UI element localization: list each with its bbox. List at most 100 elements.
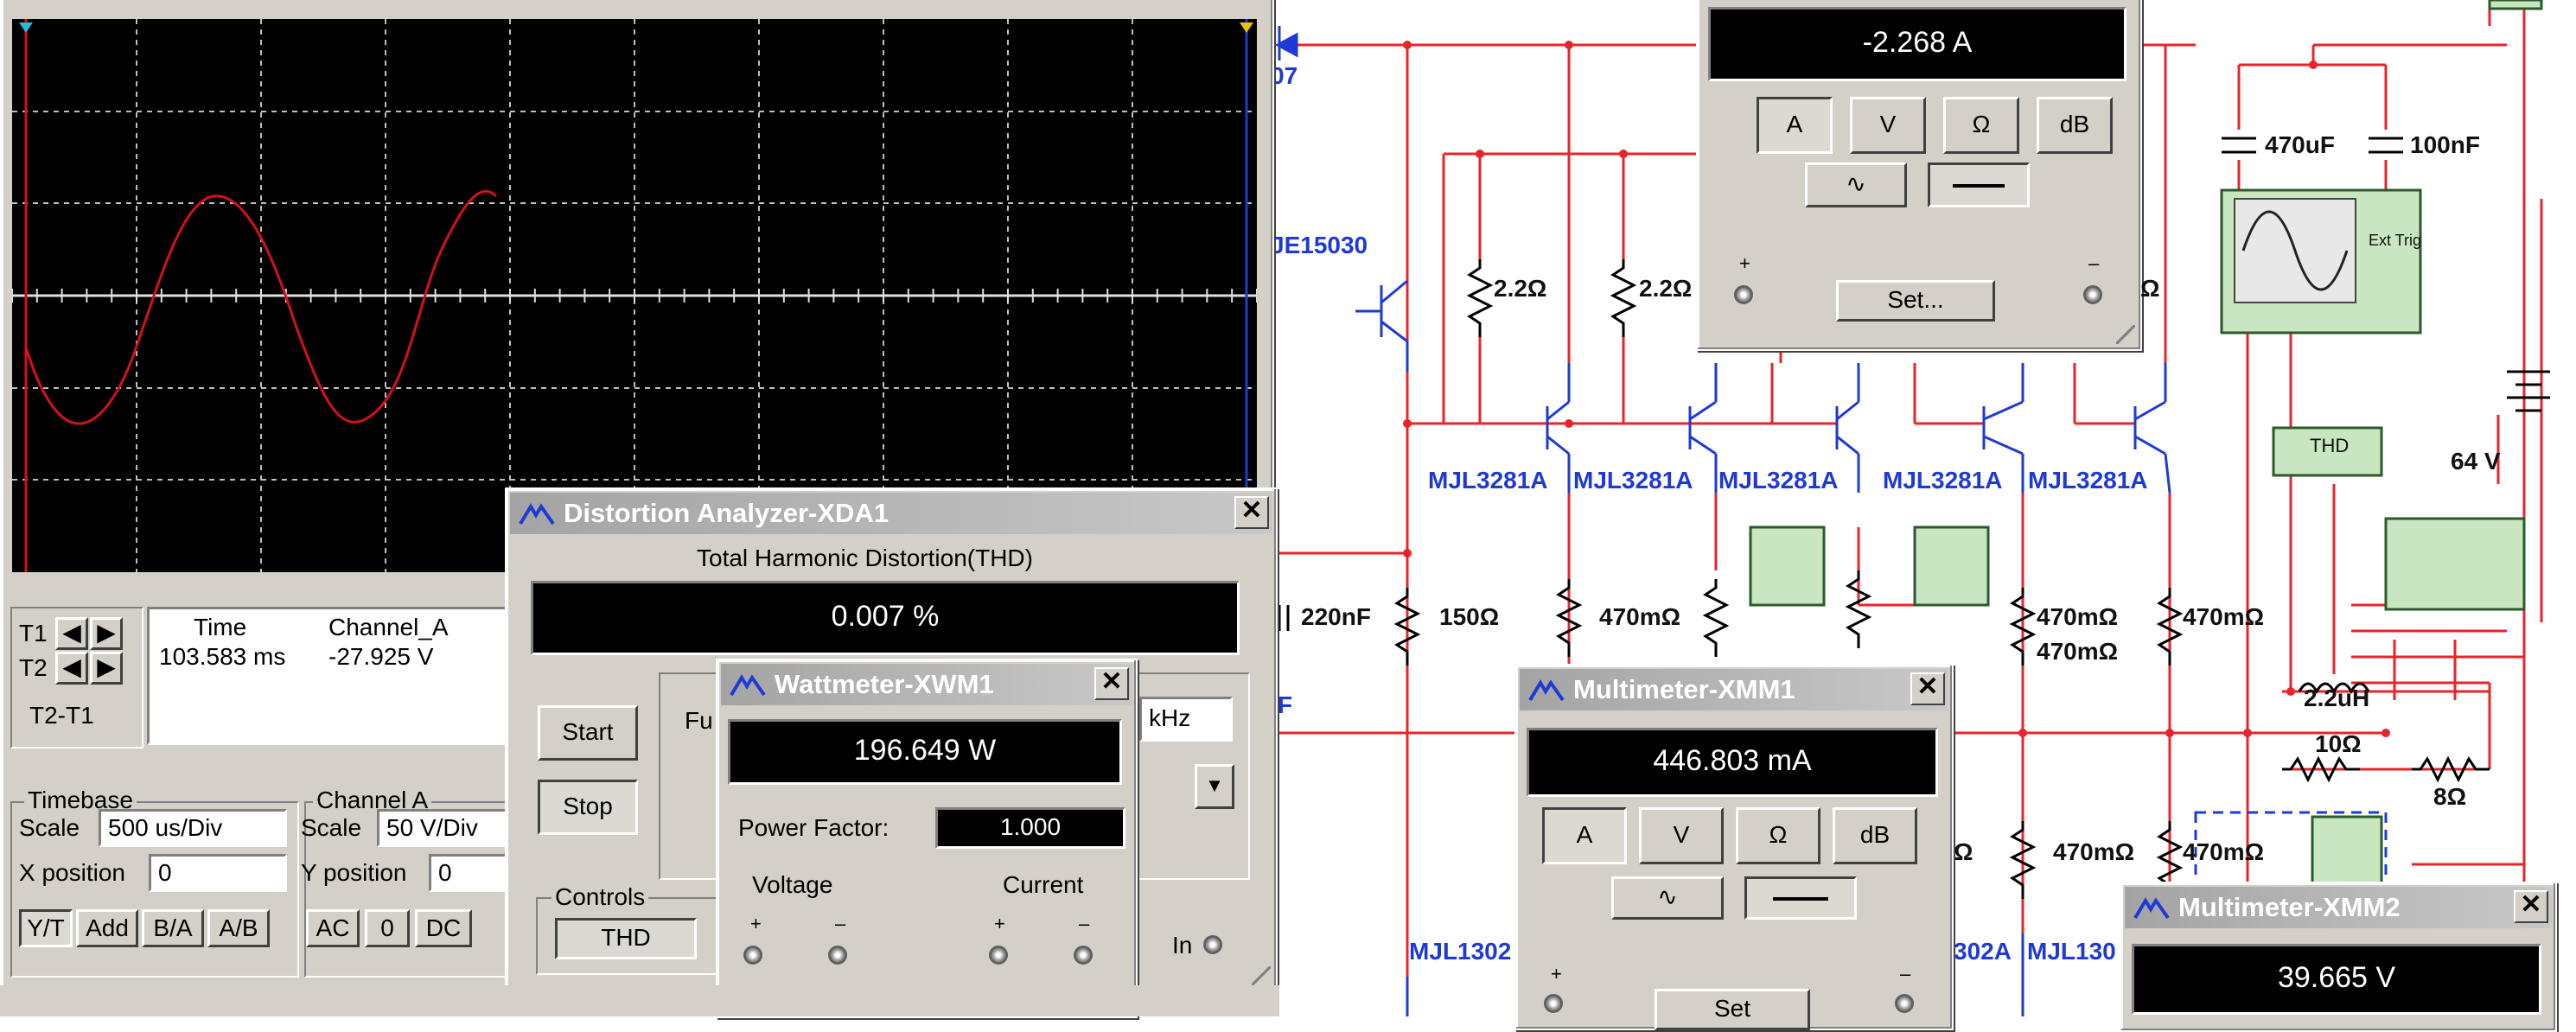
app-icon <box>730 674 766 697</box>
input-terminal[interactable] <box>1203 935 1222 954</box>
thd-heading: Total Harmonic Distortion(THD) <box>697 545 1033 571</box>
resistor-label-8: 8Ω <box>2433 783 2467 810</box>
channel-scale-field[interactable]: 50 V/Div <box>377 809 524 847</box>
multimeter-top-display: -2.268 A <box>1708 7 2126 81</box>
xmm2-title-bar[interactable]: Multimeter-XMM2 <box>2125 887 2552 928</box>
minus-terminal[interactable] <box>1895 994 1914 1013</box>
voltage-plus-terminal[interactable] <box>743 946 762 965</box>
b-over-a-button[interactable]: B/A <box>142 909 204 947</box>
amp-mode-button[interactable]: A <box>1757 97 1833 154</box>
resistor-label-470b: 470mΩ <box>2037 603 2119 630</box>
resistor-label-470f: 470mΩ <box>2183 838 2265 865</box>
thd-display: 0.007 % <box>531 581 1240 655</box>
ohm-mode-button[interactable]: Ω <box>1736 807 1820 864</box>
current-plus-terminal[interactable] <box>989 946 1008 965</box>
minus-terminal[interactable] <box>2083 285 2102 304</box>
readout-time: 103.583 ms <box>159 643 286 670</box>
column-header-channel-a: Channel_A <box>328 614 449 640</box>
t2-left-arrow-button[interactable]: ◀ <box>55 652 88 685</box>
t2-label: T2 <box>19 654 48 681</box>
set-button[interactable]: Set <box>1655 989 1810 1030</box>
current-minus-terminal[interactable] <box>1074 946 1093 965</box>
partial-label-f: F <box>1278 691 1293 718</box>
voltage-minus-terminal[interactable] <box>828 946 847 965</box>
yt-button[interactable]: Y/T <box>19 909 73 947</box>
plus-terminal[interactable] <box>1544 994 1563 1013</box>
thd-button[interactable]: THD <box>555 918 697 959</box>
ohm-mode-button[interactable]: Ω <box>1943 97 2019 154</box>
power-display: 196.649 W <box>728 719 1122 785</box>
ac-sine-icon: ∿ <box>1657 883 1678 910</box>
voltage-label: Voltage <box>752 871 833 898</box>
resistor-label-2-2a: 2.2Ω <box>1494 275 1547 302</box>
t2-right-arrow-button[interactable]: ▶ <box>90 652 123 685</box>
transistor-label-q3: MJL3281A <box>1718 467 1839 494</box>
app-icon <box>519 503 555 526</box>
fundamental-label-partial: Fu <box>685 707 713 734</box>
start-button[interactable]: Start <box>538 705 638 761</box>
capacitor-label-220nf: 220nF <box>1301 603 1371 630</box>
channel-scale-label: Scale <box>301 814 362 841</box>
t2-t1-label: T2-T1 <box>29 702 94 729</box>
set-button[interactable]: Set... <box>1836 280 1995 322</box>
scope-trace <box>24 189 498 425</box>
minus-label: – <box>1900 963 1911 984</box>
multimeter-top-window: -2.268 A A V Ω dB ∿ + – Set... <box>1696 0 2142 351</box>
distortion-title-bar[interactable]: Distortion Analyzer-XDA1 <box>510 493 1272 534</box>
resistor-label-470d: 470mΩ <box>2183 603 2265 630</box>
t1-right-arrow-button[interactable]: ▶ <box>90 617 123 650</box>
transistor-label-q4: MJL3281A <box>1883 467 2003 494</box>
app-icon <box>1528 679 1565 702</box>
dc-line-icon <box>1773 896 1828 901</box>
resize-grip[interactable] <box>2116 325 2135 344</box>
t1-label: T1 <box>19 620 48 647</box>
capacitor-label-470uf: 470uF <box>2265 131 2335 158</box>
xmm2-title: Multimeter-XMM2 <box>2178 892 2401 922</box>
dc-mode-button[interactable] <box>1928 162 2030 207</box>
minus-label: – <box>2088 252 2100 274</box>
transistor-label-q1: MJL3281A <box>1428 467 1548 494</box>
close-icon[interactable]: ✕ <box>1094 667 1129 700</box>
close-icon[interactable]: ✕ <box>1234 496 1269 529</box>
dc-mode-button[interactable] <box>1744 876 1857 920</box>
timebase-scale-label: Scale <box>19 814 80 841</box>
xmm1-title-bar[interactable]: Multimeter-XMM1 <box>1520 669 1948 710</box>
close-icon[interactable]: ✕ <box>1910 672 1945 705</box>
ac-mode-button[interactable]: ∿ <box>1611 876 1724 920</box>
volt-mode-button[interactable]: V <box>1850 97 1926 154</box>
power-factor-display: 1.000 <box>935 807 1125 849</box>
readout-voltage: -27.925 V <box>328 643 434 670</box>
t1-left-arrow-button[interactable]: ◀ <box>55 617 88 650</box>
stop-button[interactable]: Stop <box>538 780 638 835</box>
voltage-minus-label: – <box>835 913 846 934</box>
dc-line-icon <box>1953 183 2005 188</box>
cursor-panel <box>10 607 143 749</box>
in-label: In <box>1172 932 1193 959</box>
current-plus-label: + <box>994 913 1005 934</box>
ac-coupling-button[interactable]: AC <box>306 909 360 947</box>
volt-mode-button[interactable]: V <box>1639 807 1724 864</box>
plus-label: + <box>1739 252 1750 274</box>
dc-coupling-button[interactable]: DC <box>415 909 472 947</box>
scope-graticule <box>12 19 1257 572</box>
inductor-label: 2.2uH <box>2304 685 2370 711</box>
ac-sine-icon: ∿ <box>1846 170 1866 197</box>
frequency-unit-field[interactable]: kHz <box>1139 697 1233 742</box>
ac-mode-button[interactable]: ∿ <box>1805 162 1907 207</box>
x-position-field[interactable]: 0 <box>149 854 287 892</box>
status-strip <box>0 985 1279 1016</box>
db-mode-button[interactable]: dB <box>1833 807 1917 864</box>
resistor-label-10: 10Ω <box>2315 730 2362 757</box>
chevron-down-icon[interactable]: ▼ <box>1195 764 1234 809</box>
zero-coupling-button[interactable]: 0 <box>365 909 410 947</box>
plus-terminal[interactable] <box>1734 285 1753 304</box>
db-mode-button[interactable]: dB <box>2037 97 2113 154</box>
resize-grip[interactable] <box>1252 966 1271 985</box>
amp-mode-button[interactable]: A <box>1542 807 1627 864</box>
a-over-b-button[interactable]: A/B <box>207 909 270 947</box>
add-button[interactable]: Add <box>76 909 138 947</box>
timebase-scale-field[interactable]: 500 us/Div <box>99 809 287 847</box>
close-icon[interactable]: ✕ <box>2514 890 2548 923</box>
wattmeter-title-bar[interactable]: Wattmeter-XWM1 <box>721 664 1132 705</box>
node-label: 07 <box>1271 62 1298 89</box>
